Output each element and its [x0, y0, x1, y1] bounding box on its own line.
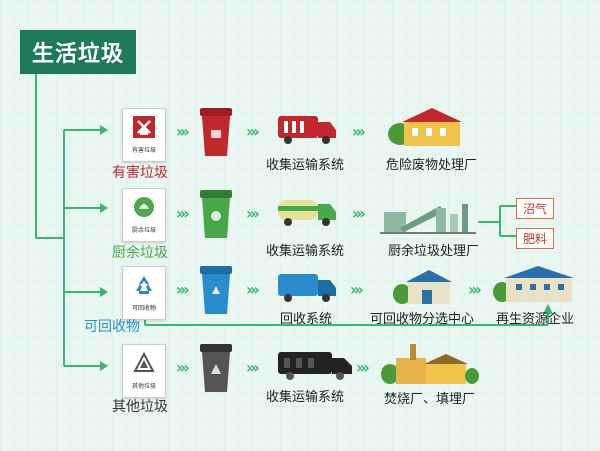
incineration-plant-icon [381, 344, 479, 384]
output-fertilizer: 肥料 [516, 228, 555, 249]
red-truck-icon [278, 116, 336, 144]
stage-label: 危险废物处理厂 [386, 158, 478, 173]
other-sign: 其他垃圾 [122, 344, 166, 398]
red-bin-icon [200, 108, 232, 156]
stage-label: 厨余垃圾处理厂 [388, 244, 480, 259]
chevron-icon: ››› [176, 122, 190, 141]
chevron-icon: ››› [352, 122, 366, 141]
output-biogas: 沼气 [516, 198, 555, 219]
green-bin-icon [200, 190, 232, 238]
kitchen-sign: 厨余垃圾 [122, 188, 166, 242]
other-waste-icon [133, 351, 155, 372]
page-title: 生活垃圾 [20, 30, 136, 74]
recycling-enterprise-icon [493, 266, 574, 302]
category-label-kitchen: 厨余垃圾 [112, 245, 168, 261]
kitchen-icon [134, 197, 154, 217]
chevron-icon: ››› [350, 280, 364, 299]
hazardous-sign: 有害垃圾 [122, 108, 166, 162]
chevron-icon: ››› [468, 280, 482, 299]
hazardous-plant-icon [388, 108, 462, 146]
recyclable-sign: 可回收物 [122, 266, 166, 320]
chevron-icon: ››› [176, 358, 190, 377]
stage-label: 再生资源企业 [496, 312, 575, 327]
gray-bin-icon [200, 344, 232, 392]
category-label-recyclable: 可回收物 [84, 319, 140, 335]
kitchen-plant-icon [380, 204, 476, 234]
chevron-icon: ››› [246, 280, 260, 299]
chevron-icon: ››› [352, 204, 366, 223]
chevron-icon: ››› [246, 122, 260, 141]
stage-label: 收集运输系统 [266, 158, 345, 173]
black-truck-icon [278, 352, 352, 380]
sign-label: 有害垃圾 [131, 147, 156, 154]
stage-label: 收集运输系统 [266, 244, 345, 259]
sign-label: 可回收物 [131, 305, 156, 312]
chevron-icon: ››› [246, 358, 260, 377]
stage-label: 回收系统 [280, 312, 333, 327]
recycle-icon [136, 276, 152, 294]
chevron-icon: ››› [176, 280, 190, 299]
chevron-icon: ››› [246, 204, 260, 223]
blue-truck-icon [278, 274, 336, 302]
green-truck-icon [278, 200, 336, 226]
category-label-other: 其他垃圾 [112, 399, 168, 415]
chevron-icon: ››› [356, 358, 370, 377]
sign-label: 厨余垃圾 [131, 227, 156, 234]
sorting-center-icon [393, 270, 452, 304]
stage-label: 焚烧厂、填埋厂 [384, 392, 476, 407]
hazardous-icon [133, 116, 155, 138]
blue-bin-icon [200, 266, 232, 314]
sign-label: 其他垃圾 [131, 383, 156, 390]
stage-label: 可回收物分选中心 [370, 312, 475, 327]
stage-label: 收集运输系统 [266, 390, 345, 405]
category-label-hazardous: 有害垃圾 [112, 165, 168, 181]
chevron-icon: ››› [176, 204, 190, 223]
